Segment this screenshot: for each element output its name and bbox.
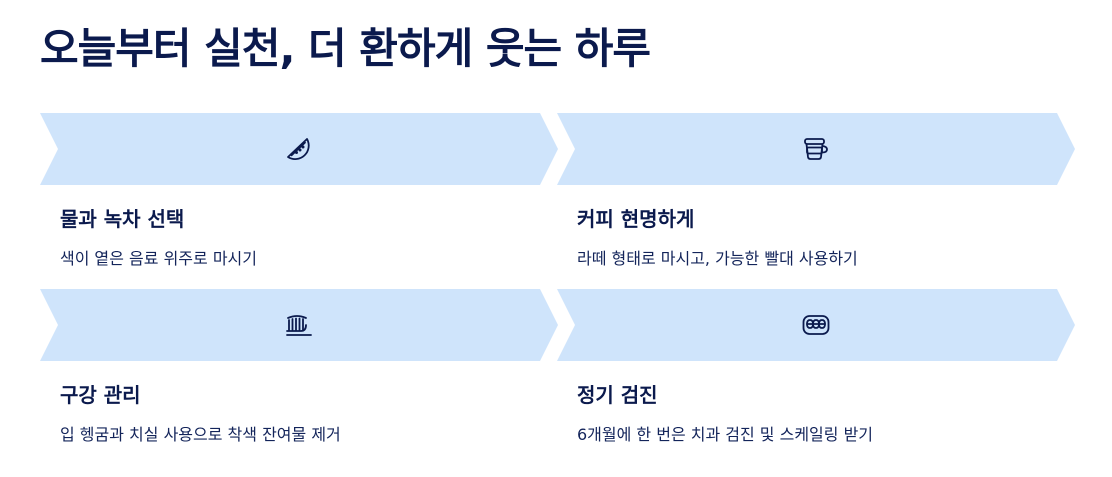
card-description: 입 헹굼과 치실 사용으로 착색 잔여물 제거: [60, 425, 341, 444]
coffee-cup-icon: [804, 138, 828, 160]
card-description: 색이 옅은 음료 위주로 마시기: [60, 249, 257, 268]
tip-card-oral-care: 구강 관리 입 헹굼과 치실 사용으로 착색 잔여물 제거: [40, 289, 560, 449]
card-description: 6개월에 한 번은 치과 검진 및 스케일링 받기: [577, 425, 874, 444]
chevron-banner: [557, 113, 1075, 185]
card-title: 커피 현명하게: [577, 207, 695, 231]
page-title: 오늘부터 실천, 더 환하게 웃는 하루: [40, 24, 651, 73]
tip-card-coffee: 커피 현명하게 라떼 형태로 마시고, 가능한 빨대 사용하기: [557, 113, 1077, 273]
card-title: 물과 녹차 선택: [60, 207, 185, 231]
teeth-icon: [802, 315, 830, 335]
tip-card-water-green-tea: 물과 녹차 선택 색이 옅은 음료 위주로 마시기: [40, 113, 560, 273]
tip-card-checkup: 정기 검진 6개월에 한 번은 치과 검진 및 스케일링 받기: [557, 289, 1077, 449]
card-title: 정기 검진: [577, 383, 658, 407]
card-description: 라떼 형태로 마시고, 가능한 빨대 사용하기: [577, 249, 858, 268]
chevron-banner: [557, 289, 1075, 361]
card-title: 구강 관리: [60, 383, 141, 407]
watermelon-icon: [287, 138, 310, 160]
toothbrush-icon: [286, 315, 312, 336]
